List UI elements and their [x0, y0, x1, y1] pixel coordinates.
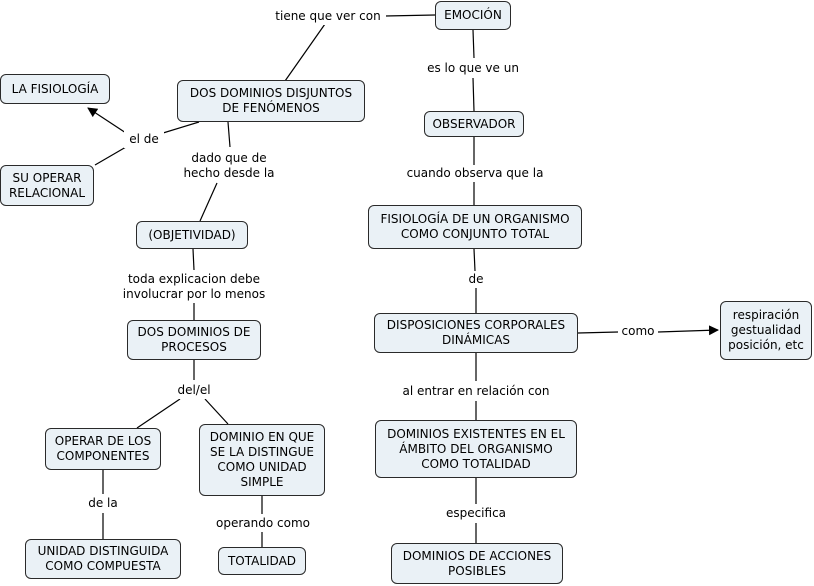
- edge-del-el-operar: [136, 398, 181, 429]
- edge-emocion-label: [384, 14, 436, 17]
- link-label-cuando-observa: cuando observa que la: [401, 165, 549, 182]
- link-label-del-el: del/el: [172, 381, 216, 399]
- edge-emocion-es-lo: [472, 29, 475, 59]
- edge-del-el-dominio-unidad: [204, 398, 229, 425]
- node-operar-componentes[interactable]: OPERAR DE LOS COMPONENTES: [45, 428, 161, 470]
- node-dominios-existentes[interactable]: DOMINIOS EXISTENTES EN EL ÁMBITO DEL ORG…: [375, 420, 577, 478]
- edge-dado-que-objetividad: [199, 182, 218, 222]
- node-dominios-acciones[interactable]: DOMINIOS DE ACCIONES POSIBLES: [391, 543, 563, 584]
- link-label-especifica: especifica: [442, 505, 510, 522]
- link-label-tiene-que-ver: tiene que ver con: [270, 7, 386, 25]
- node-disposiciones-corporales[interactable]: DISPOSICIONES CORPORALES DINÁMICAS: [374, 313, 578, 353]
- node-observador[interactable]: OBSERVADOR: [424, 111, 524, 137]
- link-label-de-la: de la: [84, 495, 122, 512]
- link-label-de: de: [464, 271, 488, 288]
- link-label-dado-que: dado que de hecho desde la: [179, 149, 279, 182]
- edge-fisiologia-de: [473, 248, 476, 272]
- edge-objetividad-toda: [192, 248, 195, 271]
- node-unidad-compuesta[interactable]: UNIDAD DISTINGUIDA COMO COMPUESTA: [25, 539, 181, 579]
- edge-label-dos-dominios: [284, 23, 326, 82]
- edge-el-de-su-operar: [94, 146, 127, 166]
- node-totalidad[interactable]: TOTALIDAD: [218, 547, 306, 575]
- node-objetividad[interactable]: (OBJETIVIDAD): [136, 221, 248, 249]
- edge-dos-dominios-el-de: [162, 121, 200, 134]
- node-dos-dominios-procesos[interactable]: DOS DOMINIOS DE PROCESOS: [127, 320, 261, 360]
- node-fisiologia-organismo[interactable]: FISIOLOGÍA DE UN ORGANISMO COMO CONJUNTO…: [368, 205, 582, 249]
- link-label-toda-explicacion: toda explicacion debe involucrar por lo …: [118, 270, 270, 303]
- edge-es-lo-observador: [472, 77, 475, 112]
- node-emocion[interactable]: EMOCIÓN: [435, 1, 511, 30]
- edge-como-respiracion: [657, 325, 719, 336]
- node-respiracion[interactable]: respiración gestualidad posición, etc: [720, 301, 812, 360]
- edge-dos-dominios-dado-que: [227, 121, 231, 148]
- link-label-operando-como: operando como: [212, 514, 314, 532]
- node-su-operar-relacional[interactable]: SU OPERAR RELACIONAL: [0, 165, 94, 206]
- node-dominio-unidad-simple[interactable]: DOMINIO EN QUE SE LA DISTINGUE COMO UNID…: [199, 424, 325, 496]
- edge-el-de-fisiologia: [87, 107, 127, 134]
- link-label-el-de: el de: [124, 131, 164, 148]
- edge-disposiciones-como: [577, 331, 619, 334]
- link-label-como: como: [618, 323, 658, 340]
- link-label-al-entrar: al entrar en relación con: [396, 383, 556, 400]
- node-la-fisiologia[interactable]: LA FISIOLOGÍA: [0, 74, 110, 104]
- link-label-es-lo-que-ve: es lo que ve un: [420, 60, 526, 77]
- node-dos-dominios-disjuntos[interactable]: DOS DOMINIOS DISJUNTOS DE FENÓMENOS: [177, 80, 365, 122]
